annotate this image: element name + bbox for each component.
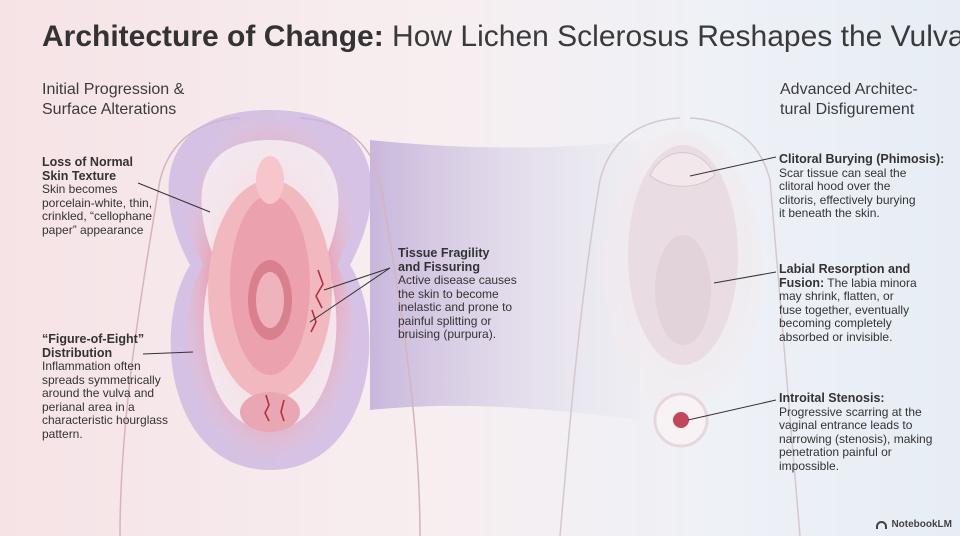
label-introital-stenosis: Introital Stenosis: Progressive scarring… <box>779 391 933 473</box>
page-title: Architecture of Change: How Lichen Scler… <box>42 20 960 53</box>
fissure-marks <box>264 269 324 422</box>
transition-ribbon <box>370 140 640 420</box>
right-vulva <box>603 130 763 448</box>
right-thighs-outline <box>559 117 801 536</box>
leader-figure8 <box>142 351 194 355</box>
leader-labial <box>713 271 777 284</box>
brand-watermark: NotebookLM <box>876 519 952 530</box>
leader-texture <box>137 182 211 213</box>
label-labial-resorption: Labial Resorption and Fusion: The labia … <box>779 262 917 344</box>
leader-stenosis <box>687 399 777 421</box>
leader-fissure-a <box>323 267 391 291</box>
section-left-heading: Initial Progression &Surface Alterations <box>42 81 185 118</box>
clitoral-hood-left <box>256 156 284 204</box>
fused-labia-right <box>655 235 711 345</box>
perianal-left <box>240 392 300 432</box>
label-skin-texture: Loss of Normal Skin Texture Skin becomes… <box>42 155 153 237</box>
label-tissue-fragility: Tissue Fragility and Fissuring Active di… <box>398 246 517 341</box>
notebooklm-logo-icon <box>876 520 888 529</box>
section-right-heading: Advanced Architec-tural Disfigurement <box>780 81 918 118</box>
clitoral-hood-right <box>649 152 716 187</box>
label-clitoral-burying: Clitoral Burying (Phimosis): Scar tissue… <box>779 152 945 220</box>
left-vulva <box>168 110 372 470</box>
leader-lines <box>137 156 777 421</box>
label-figure-of-eight: “Figure-of-Eight” Distribution Inflammat… <box>42 332 169 441</box>
leader-fissure-b <box>309 267 391 323</box>
leader-clitoral <box>689 156 777 177</box>
